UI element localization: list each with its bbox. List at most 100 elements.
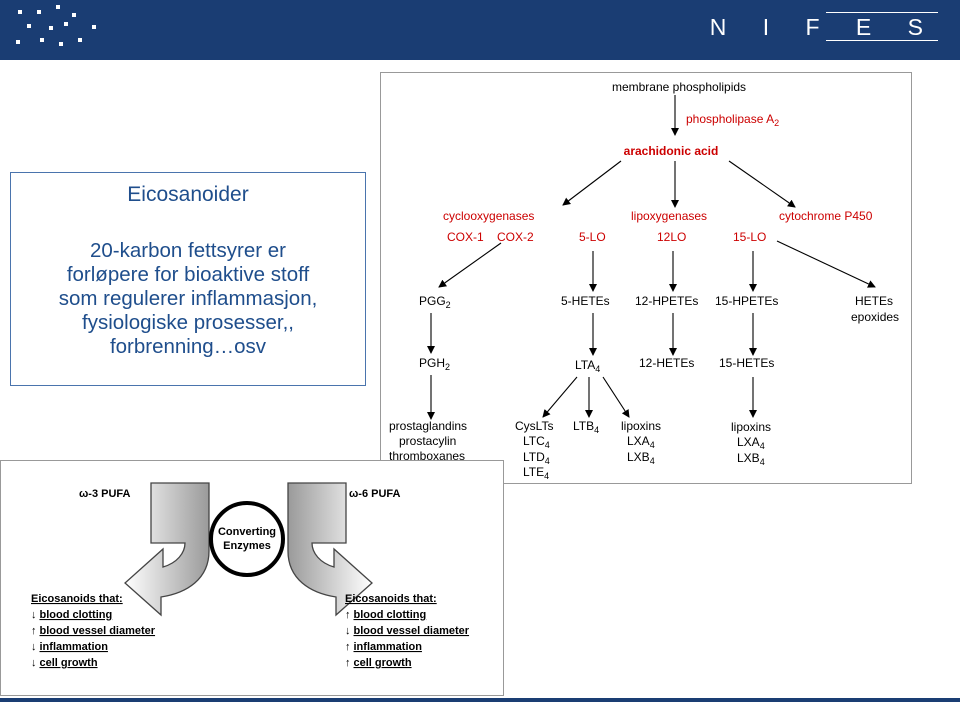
- direction-arrow-icon: ↓: [345, 625, 351, 637]
- slide-title: Eicosanoider: [127, 183, 249, 206]
- 15-hpetes-label: 15-HPETEs: [715, 294, 778, 308]
- cox2-label: COX-2: [497, 230, 534, 244]
- cyclooxygenases-label: cyclooxygenases: [443, 209, 534, 223]
- effect-label: blood vessel diameter: [40, 625, 156, 637]
- prostaglandins-label: prostaglandins: [389, 419, 467, 433]
- footer-bar: [0, 698, 960, 702]
- prostacylin-label: prostacylin: [399, 434, 456, 448]
- list-item: ↓blood clotting: [31, 609, 112, 621]
- effect-label: blood vessel diameter: [354, 625, 470, 637]
- cyslts-label: CysLTs: [515, 419, 553, 433]
- pufa-eicosanoid-diagram: ω-3 PUFA ω-6 PUFA Converting Enzymes Eic…: [0, 460, 504, 696]
- pgh-subscript: 2: [445, 362, 450, 372]
- ltc-subscript: 4: [545, 440, 550, 450]
- hetes-p450-label: HETEs: [855, 294, 893, 308]
- direction-arrow-icon: ↑: [345, 609, 351, 621]
- lxb4-5lo-label: LXB4: [627, 450, 655, 466]
- 5lo-label: 5-LO: [579, 230, 606, 244]
- description-line: fysiologiske prosesser,,: [82, 311, 294, 334]
- lxb-subscript: 4: [650, 456, 655, 466]
- right-eicosanoids-heading: Eicosanoids that:: [345, 593, 437, 605]
- brand-rule-top: [826, 12, 938, 13]
- lxa-subscript: 4: [760, 441, 765, 451]
- pgg-name: PGG: [419, 294, 446, 308]
- list-item: ↑cell growth: [345, 657, 412, 669]
- lte-name: LTE: [523, 465, 544, 479]
- lipoxygenases-label: lipoxygenases: [631, 209, 707, 223]
- pgg-subscript: 2: [446, 300, 451, 310]
- pgh2-label: PGH2: [419, 356, 450, 372]
- 5-hetes-label: 5-HETEs: [561, 294, 610, 308]
- list-item: ↓inflammation: [31, 641, 108, 653]
- list-item: ↓blood vessel diameter: [345, 625, 470, 637]
- phospholipase-label: phospholipase A2: [686, 112, 779, 128]
- lxa4-5lo-label: LXA4: [627, 434, 655, 450]
- lxb-name: LXB: [737, 451, 760, 465]
- pathway-svg: membrane phospholipids phospholipase A2 …: [389, 80, 899, 481]
- lxa4-15lo-label: LXA4: [737, 435, 765, 451]
- lta-subscript: 4: [595, 364, 600, 374]
- left-effect-list: ↓blood clotting ↑blood vessel diameter ↓…: [31, 609, 156, 669]
- description-line: 20-karbon fettsyrer er: [90, 239, 286, 262]
- pathway-arrows: [427, 95, 876, 420]
- lxb-subscript: 4: [760, 457, 765, 467]
- lxa-name: LXA: [737, 435, 760, 449]
- converting-label: Converting: [218, 526, 276, 538]
- direction-arrow-icon: ↑: [345, 641, 351, 653]
- lte4-label: LTE4: [523, 465, 549, 481]
- lipoxins-5lo-label: lipoxins: [621, 419, 661, 433]
- omega6-curved-arrow-icon: [287, 482, 373, 617]
- 15lo-label: 15-LO: [733, 230, 766, 244]
- omega6-label: ω-6 PUFA: [349, 488, 401, 500]
- epoxides-label: epoxides: [851, 310, 899, 324]
- description-line: som regulerer inflammasjon,: [58, 287, 318, 310]
- lta4-label: LTA4: [575, 358, 600, 374]
- list-item: ↓cell growth: [31, 657, 98, 669]
- ltd-name: LTD: [523, 450, 545, 464]
- arachidonic-pathway-diagram: membrane phospholipids phospholipase A2 …: [380, 72, 912, 484]
- cytochrome-p450-label: cytochrome P450: [779, 209, 873, 223]
- arachidonic-acid-label: arachidonic acid: [624, 144, 719, 158]
- description-line: forløpere for bioaktive stoff: [66, 263, 310, 286]
- ltb4-label: LTB4: [573, 419, 599, 435]
- effect-label: blood clotting: [40, 609, 113, 621]
- slide-description: 20-karbon fettsyrer er forløpere for bio…: [11, 239, 365, 359]
- dots-logo-icon: [16, 5, 96, 46]
- phospholipase-name: phospholipase A: [686, 112, 774, 126]
- pgh-name: PGH: [419, 356, 445, 370]
- lxa-subscript: 4: [650, 440, 655, 450]
- direction-arrow-icon: ↓: [31, 657, 37, 669]
- brand-wordmark: N I F E S: [709, 14, 938, 40]
- effect-label: inflammation: [354, 641, 423, 653]
- ltd4-label: LTD4: [523, 450, 550, 466]
- membrane-phospholipids-label: membrane phospholipids: [612, 80, 746, 94]
- lxb4-15lo-label: LXB4: [737, 451, 765, 467]
- list-item: ↑blood vessel diameter: [31, 625, 156, 637]
- 12-hetes-label: 12-HETEs: [639, 356, 694, 370]
- lte-subscript: 4: [544, 471, 549, 481]
- phospholipase-subscript: 2: [774, 118, 779, 128]
- 12lo-label: 12LO: [657, 230, 686, 244]
- lta-name: LTA: [575, 358, 595, 372]
- 15-hetes-label: 15-HETEs: [719, 356, 774, 370]
- ltb-name: LTB: [573, 419, 594, 433]
- direction-arrow-icon: ↑: [31, 625, 37, 637]
- ltd-subscript: 4: [545, 456, 550, 466]
- omega3-label: ω-3 PUFA: [79, 488, 131, 500]
- description-line: forbrenning…osv: [109, 335, 267, 358]
- right-effect-list: ↑blood clotting ↓blood vessel diameter ↑…: [345, 609, 470, 669]
- lxa-name: LXA: [627, 434, 650, 448]
- ltc-name: LTC: [523, 434, 545, 448]
- omega3-curved-arrow-icon: [124, 482, 210, 617]
- pufa-svg: ω-3 PUFA ω-6 PUFA Converting Enzymes Eic…: [31, 482, 470, 669]
- list-item: ↑blood clotting: [345, 609, 426, 621]
- converting-enzymes-circle: [209, 501, 285, 577]
- enzymes-label: Enzymes: [223, 540, 271, 552]
- lipoxins-15lo-label: lipoxins: [731, 420, 771, 434]
- direction-arrow-icon: ↓: [31, 609, 37, 621]
- ltb-subscript: 4: [594, 425, 599, 435]
- 12-hpetes-label: 12-HPETEs: [635, 294, 698, 308]
- effect-label: cell growth: [40, 657, 98, 669]
- direction-arrow-icon: ↓: [31, 641, 37, 653]
- lxb-name: LXB: [627, 450, 650, 464]
